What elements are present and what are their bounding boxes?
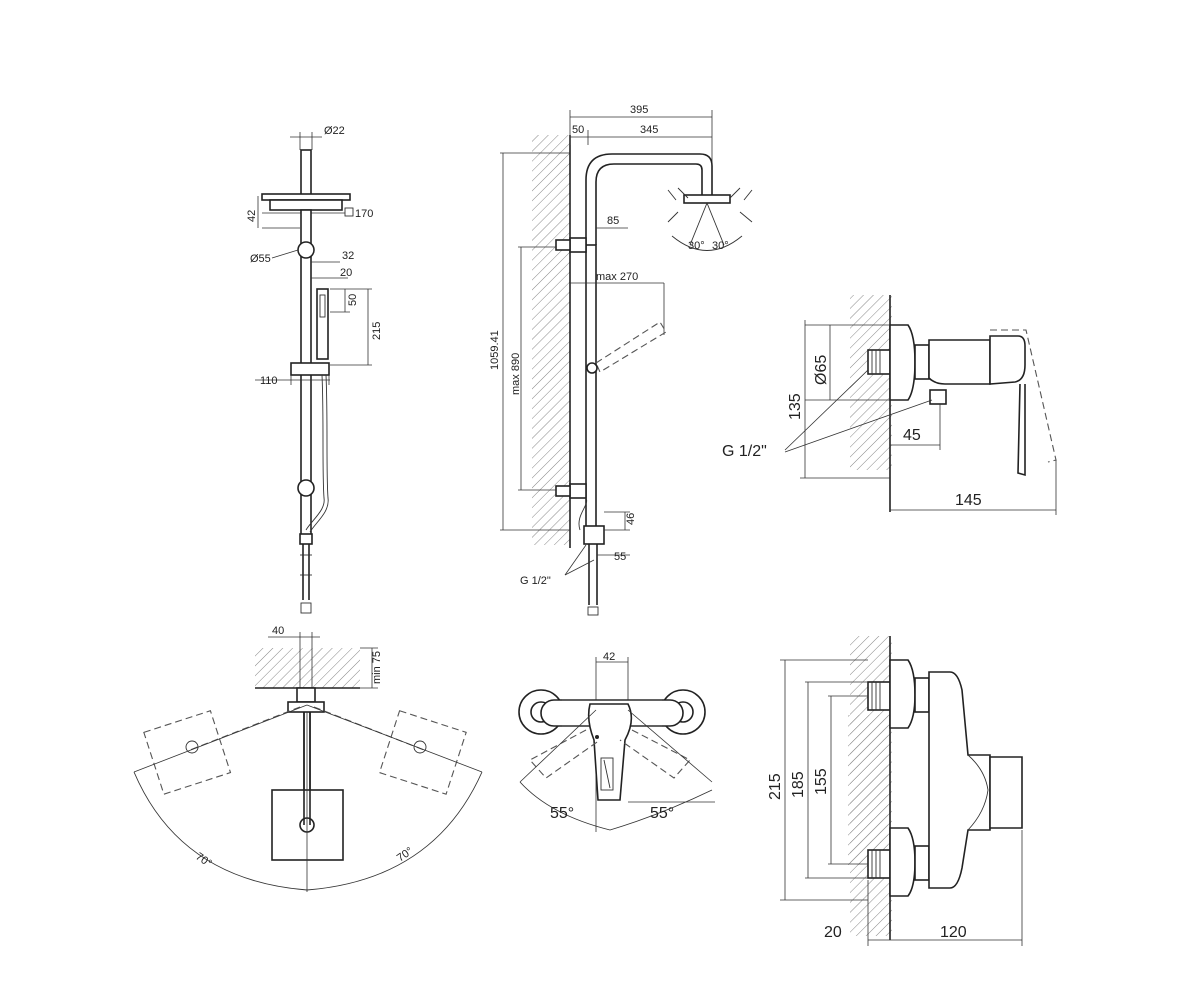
angle-55-right: 55° bbox=[650, 805, 674, 822]
dim-42: 42 bbox=[246, 210, 258, 222]
mixer-front-view: 42 55° 55° bbox=[518, 651, 715, 832]
dim-45: 45 bbox=[903, 427, 921, 444]
dim-135: 135 bbox=[787, 393, 804, 420]
dim-120: 120 bbox=[940, 924, 967, 941]
dim-395: 395 bbox=[630, 104, 648, 116]
dim-345: 345 bbox=[640, 124, 658, 136]
thread-g12-side: G 1/2" bbox=[520, 575, 551, 587]
mixer-side-view: Ø65 135 G 1/2" 45 145 bbox=[722, 295, 1057, 515]
dim-145: 145 bbox=[955, 492, 982, 509]
dim-20-mixer: 20 bbox=[824, 924, 842, 941]
dim-55-side: 55 bbox=[614, 551, 626, 563]
dim-170: 170 bbox=[355, 208, 373, 220]
column-top-view: 40 min 75 70° 70° bbox=[133, 625, 483, 892]
mixer-end-view: 215 185 155 20 120 bbox=[767, 636, 1023, 946]
dim-155: 155 bbox=[813, 768, 830, 795]
angle-70-right: 70° bbox=[395, 845, 416, 864]
dim-max-890: max 890 bbox=[510, 353, 522, 395]
angle-30-right: 30° bbox=[712, 240, 729, 252]
dim-185: 185 bbox=[790, 771, 807, 798]
dim-215-mixer: 215 bbox=[767, 773, 784, 800]
dim-32: 32 bbox=[342, 250, 354, 262]
angle-70-left: 70° bbox=[193, 851, 214, 870]
dim-110: 110 bbox=[260, 375, 278, 387]
dim-20: 20 bbox=[340, 267, 352, 279]
dim-d55: Ø55 bbox=[250, 253, 271, 265]
dim-min-75: min 75 bbox=[371, 651, 383, 684]
dim-85: 85 bbox=[607, 215, 619, 227]
dim-40: 40 bbox=[272, 625, 284, 637]
dim-46: 46 bbox=[625, 513, 637, 525]
dim-215-column: 215 bbox=[371, 322, 383, 340]
dim-42-mixer: 42 bbox=[603, 651, 615, 663]
dim-max-270: max 270 bbox=[596, 271, 638, 283]
dim-50-side: 50 bbox=[572, 124, 584, 136]
thread-g12-mixer: G 1/2" bbox=[722, 443, 767, 460]
dim-d22: Ø22 bbox=[324, 125, 345, 137]
dim-50: 50 bbox=[347, 294, 359, 306]
dim-1059: 1059.41 bbox=[489, 330, 501, 370]
angle-30-left: 30° bbox=[688, 240, 705, 252]
column-side-view: 395 50 345 30° 30° 85 max 270 10 bbox=[489, 104, 753, 616]
column-front-view: Ø22 170 42 Ø55 32 20 50 215 bbox=[246, 125, 383, 614]
dim-d65: Ø65 bbox=[813, 355, 830, 385]
angle-55-left: 55° bbox=[550, 805, 574, 822]
